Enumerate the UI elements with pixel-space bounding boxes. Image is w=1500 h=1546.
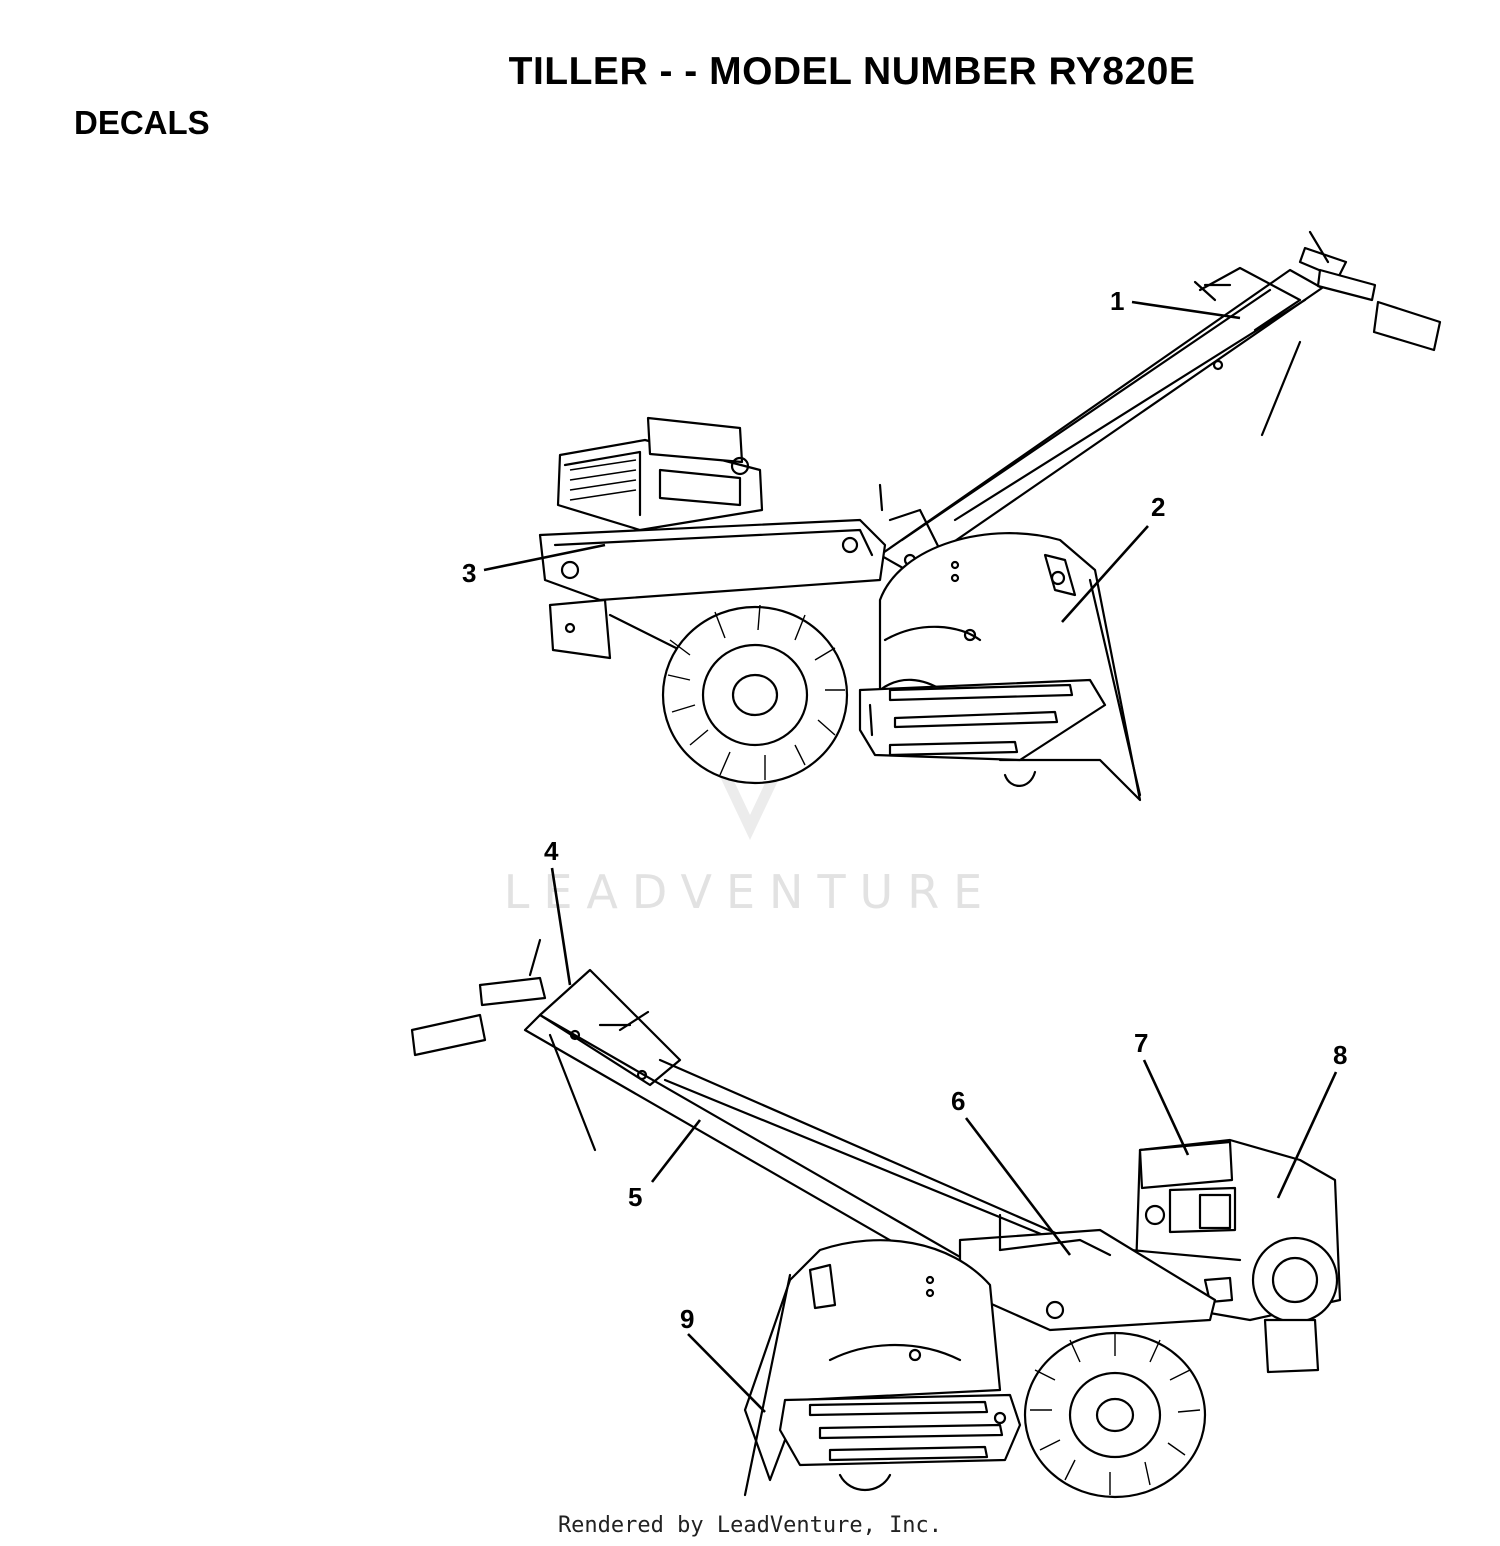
tiller-view-top [538, 230, 1442, 802]
callout-2: 2 [1061, 492, 1165, 623]
callout-1-leader [1131, 300, 1241, 320]
footer-credit: Rendered by LeadVenture, Inc. [557, 1513, 943, 1538]
callout-7-leader [1142, 1059, 1190, 1156]
callout-9: 9 [680, 1304, 766, 1413]
callout-2-label: 2 [1151, 492, 1165, 522]
callout-4-leader [550, 867, 572, 986]
callout-9-leader [687, 1333, 766, 1413]
callout-7: 7 [1134, 1028, 1190, 1156]
callout-6-label: 6 [951, 1086, 965, 1116]
callout-3-leader [483, 543, 606, 572]
watermark-text: LEADVENTURE [504, 865, 997, 919]
callout-7-label: 7 [1134, 1028, 1148, 1058]
callout-5: 5 [628, 1119, 702, 1212]
tiller-view-bottom [410, 938, 1342, 1499]
callout-5-label: 5 [628, 1182, 642, 1212]
callout-3-label: 3 [462, 558, 476, 588]
section-title: DECALS [74, 104, 210, 141]
callout-9-label: 9 [680, 1304, 694, 1334]
callout-1-label: 1 [1110, 286, 1124, 316]
callout-8-leader [1276, 1071, 1338, 1199]
callout-8-label: 8 [1333, 1040, 1347, 1070]
callout-5-leader [650, 1119, 702, 1183]
page-title: TILLER - - MODEL NUMBER RY820E [508, 50, 1196, 93]
callout-1: 1 [1110, 286, 1241, 320]
callout-6: 6 [951, 1086, 1072, 1256]
callout-2-leader [1061, 525, 1149, 623]
callout-4: 4 [544, 836, 572, 986]
callout-4-label: 4 [544, 836, 559, 866]
callout-3: 3 [462, 543, 606, 588]
callout-6-leader [964, 1117, 1072, 1256]
callout-8: 8 [1276, 1040, 1347, 1199]
